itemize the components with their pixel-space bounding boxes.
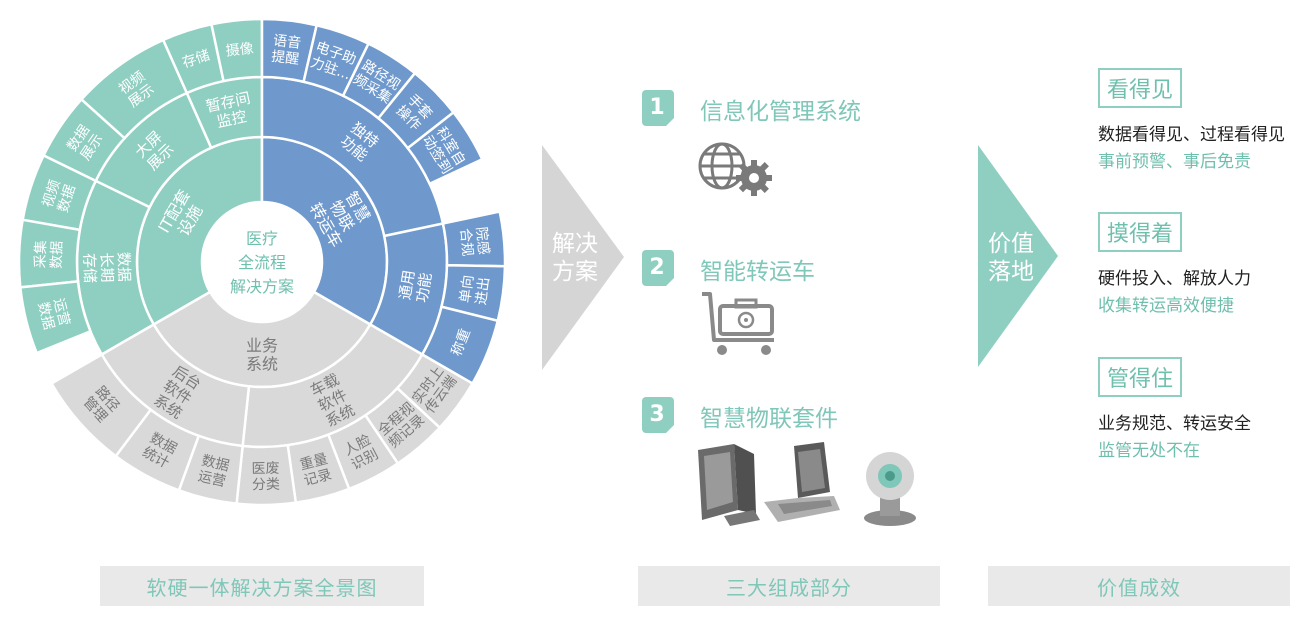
value-chevron-line1: 价值 [988, 231, 1034, 257]
mid-segment-label-line: 存储 [80, 253, 99, 284]
value-title: 看得见 [1098, 68, 1183, 108]
number-badge [642, 250, 674, 286]
biohazard-cart-icon [702, 292, 774, 355]
value-line-primary: 数据看得见、过程看得见 [1098, 125, 1285, 145]
outer-segment-label-line: 进出 [473, 276, 493, 306]
solution-sunburst-diagram: IT配套设施暂存间监控存储摄像大屏展示视频展示数据展示数据长期存储视频数据采集数… [17, 17, 507, 507]
mid-segment-label-line: 数据 [114, 252, 133, 283]
outer-segment-label-line: 院感 [473, 226, 493, 256]
number-digit: 1 [649, 94, 665, 120]
mid-segment-label-line: 功能 [413, 271, 435, 303]
outer-segment-teal [21, 153, 98, 232]
outer-segment-label-line: 采集 [32, 240, 50, 269]
outer-segment-label-line: 数据 [49, 241, 66, 270]
outer-segment-label-line: 语音 [272, 32, 302, 52]
monitor-laptop-camera-icon [698, 442, 916, 526]
outer-segment-label-line: 运营 [196, 468, 227, 490]
outer-segment-label-line: 记录 [302, 467, 333, 490]
outer-segment-label-line: 医废 [251, 461, 279, 477]
solution-chevron-line2: 方案 [552, 259, 598, 285]
mid-segment-label-line: 长期 [97, 252, 116, 283]
outer-segment-label-line: 分类 [252, 477, 280, 493]
outer-segment-label-line: 运营 [50, 297, 72, 328]
solution-chevron-text: 解决 方案 [546, 230, 604, 286]
outer-segment-label: 摄像 [225, 41, 255, 60]
mid-segment-label-line: 监控 [215, 107, 248, 131]
inner-segment-label-line: 业务 [246, 336, 278, 355]
solution-chevron [542, 145, 624, 370]
outer-segment-label-line: 数据 [34, 300, 56, 331]
component-label: 智慧物联套件 [700, 406, 838, 432]
value-title: 管得住 [1098, 357, 1183, 397]
value-chevron [978, 145, 1058, 367]
outer-segment-teal [18, 279, 93, 355]
value-controllable: 管得住 业务规范、转运安全 监管无处不在 [1098, 357, 1251, 461]
value-chevron-line2: 落地 [988, 259, 1034, 285]
globe-gear-icon [698, 142, 772, 196]
outer-segment-teal [79, 38, 189, 140]
component-label: 信息化管理系统 [700, 99, 861, 125]
center-label-line: 解决方案 [230, 277, 294, 296]
inner-segment-label-line: 系统 [246, 354, 278, 373]
component-label: 智能转运车 [700, 259, 815, 285]
outer-segment-label-line: 合规 [457, 228, 476, 257]
value-chevron-text: 价值 落地 [982, 230, 1040, 286]
number-badge [642, 90, 674, 126]
outer-segment-label: 采集数据 [32, 240, 66, 269]
value-tangible: 摸得着 硬件投入、解放人力 收集转运高效便捷 [1098, 212, 1251, 316]
caption-components: 三大组成部分 [638, 566, 940, 606]
outer-segment-label-line: 重量 [298, 451, 329, 474]
caption-value: 价值成效 [988, 566, 1290, 606]
center-circle [201, 201, 323, 323]
outer-segment-label-line: 摄像 [225, 41, 255, 60]
outer-segment-label-line: 数据 [200, 453, 231, 475]
outer-segment-gray [49, 352, 153, 458]
value-line-accent: 收集转运高效便捷 [1098, 296, 1234, 316]
number-badge [642, 397, 674, 433]
number-digit: 3 [649, 401, 665, 427]
outer-segment-blue [406, 110, 484, 186]
number-digit: 2 [649, 254, 665, 280]
solution-chevron-line1: 解决 [552, 231, 598, 257]
mid-segment-label-line: 通用 [396, 269, 418, 301]
center-label-line: 全流程 [238, 253, 286, 272]
value-visible: 看得见 数据看得见、过程看得见 事前预警、事后免责 [1098, 68, 1285, 172]
value-line-accent: 监管无处不在 [1098, 441, 1200, 461]
center-label-line: 医疗 [246, 229, 278, 248]
value-line-primary: 业务规范、转运安全 [1098, 414, 1251, 434]
value-line-accent: 事前预警、事后免责 [1098, 152, 1251, 172]
outer-segment-label-line: 单向 [457, 274, 477, 304]
caption-panorama: 软硬一体解决方案全景图 [100, 566, 424, 606]
outer-segment-teal [41, 97, 127, 183]
outer-segment-teal [17, 218, 82, 289]
value-line-primary: 硬件投入、解放人力 [1098, 269, 1251, 289]
value-title: 摸得着 [1098, 212, 1183, 252]
outer-segment-label-line: 提醒 [270, 49, 300, 68]
